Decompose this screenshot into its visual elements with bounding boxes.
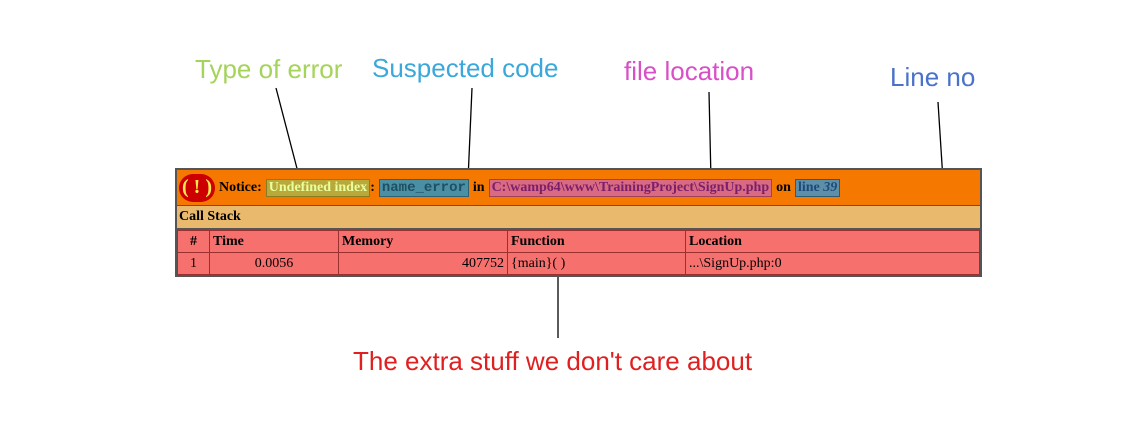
row-number: 1	[177, 252, 210, 275]
table-row: 1 0.0056 407752 {main}( ) ...\SignUp.php…	[177, 252, 980, 275]
line-reference: line 39	[794, 178, 841, 197]
error-type: Undefined index	[265, 178, 371, 197]
file-leader-line	[708, 91, 712, 181]
column-header-function: Function	[507, 230, 686, 253]
xdebug-error-table: ( ! ) Notice: Undefined index : name_err…	[175, 168, 982, 277]
line-number: 39	[823, 179, 838, 195]
row-function: {main}( )	[507, 252, 686, 275]
type-leader-line	[275, 87, 301, 181]
in-word: in	[472, 179, 485, 195]
on-word: on	[776, 179, 791, 195]
extra-stuff-annotation: The extra stuff we don't care about	[353, 346, 753, 376]
colon-separator: :	[370, 179, 375, 195]
code-leader-line	[467, 87, 473, 181]
file-path: C:\wamp64\www\TrainingProject\SignUp.php	[488, 178, 773, 197]
file-location-annotation: file location	[624, 56, 755, 86]
call-stack-title: Call Stack	[179, 209, 241, 224]
notice-row: ( ! ) Notice: Undefined index : name_err…	[177, 170, 980, 206]
row-memory: 407752	[338, 252, 508, 275]
suspected-code-annotation: Suspected code	[372, 53, 559, 83]
row-location: ...\SignUp.php:0	[685, 252, 980, 275]
type-of-error-annotation: Type of error	[195, 54, 343, 84]
line-word: line	[797, 179, 820, 195]
call-stack-header: Call Stack	[177, 206, 980, 230]
call-stack-column-headers: # Time Memory Function Location	[177, 230, 980, 253]
row-time: 0.0056	[209, 252, 339, 275]
suspected-code: name_error	[378, 178, 469, 197]
column-header-memory: Memory	[338, 230, 508, 253]
column-header-time: Time	[209, 230, 339, 253]
column-header-location: Location	[685, 230, 980, 253]
notice-label: Notice:	[219, 179, 262, 195]
call-stack-table: # Time Memory Function Location 1 0.0056…	[177, 230, 980, 275]
error-exclamation-icon: ( ! )	[179, 173, 215, 202]
column-header-number: #	[177, 230, 210, 253]
line-no-annotation: Line no	[890, 62, 976, 92]
